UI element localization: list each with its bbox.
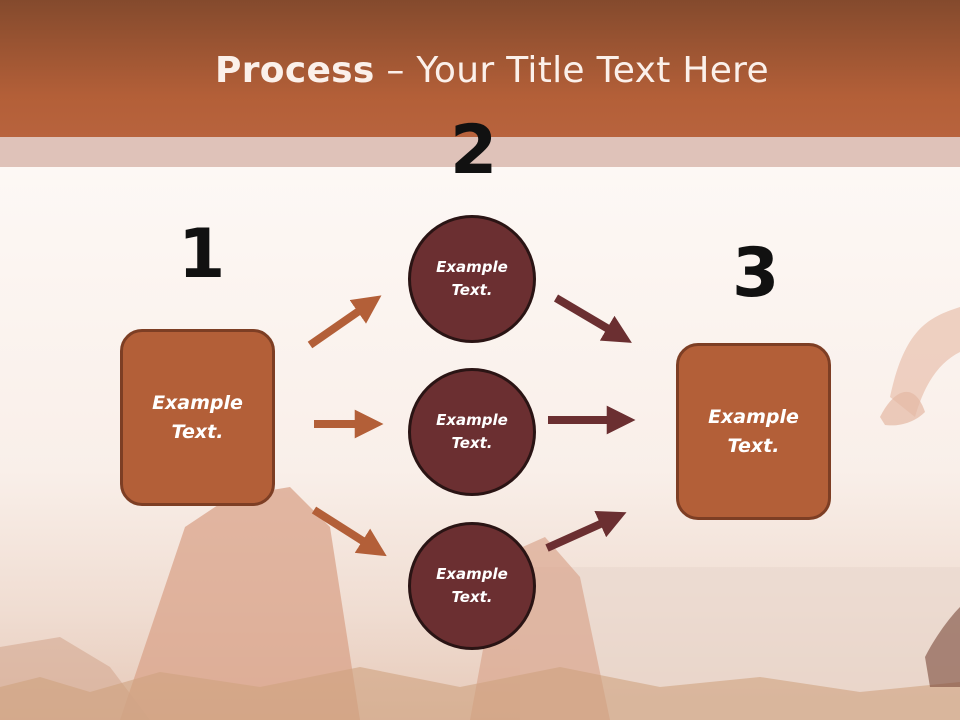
step-number-1: 1 — [178, 215, 226, 294]
circle-middle-line2: Text. — [451, 434, 493, 452]
title-rest: – Your Title Text Here — [374, 50, 769, 91]
arrow-2a-to-3 — [553, 294, 632, 343]
landscape-illustration — [0, 307, 960, 720]
step-1-line2: Text. — [171, 420, 224, 443]
step-number-3: 3 — [732, 234, 780, 313]
step-3-line1: Example — [708, 405, 799, 428]
title-bold: Process — [215, 50, 375, 91]
step-3-line2: Text. — [727, 434, 780, 457]
arrow-2c-to-3 — [545, 510, 627, 552]
arrow-1-to-2c — [311, 506, 387, 557]
circle-bottom-line1: Example — [436, 565, 508, 583]
circle-top-line1: Example — [436, 258, 508, 276]
slide-title: Process – Your Title Text Here — [0, 50, 960, 91]
circle-middle-line1: Example — [436, 411, 508, 429]
arrow-1-to-2a — [307, 295, 382, 349]
circle-top-line2: Text. — [451, 281, 493, 299]
header-bar — [0, 0, 960, 137]
circle-bottom-line2: Text. — [451, 588, 493, 606]
step-1-line1: Example — [152, 391, 243, 414]
step-number-2: 2 — [450, 111, 498, 190]
header-band — [0, 137, 960, 167]
